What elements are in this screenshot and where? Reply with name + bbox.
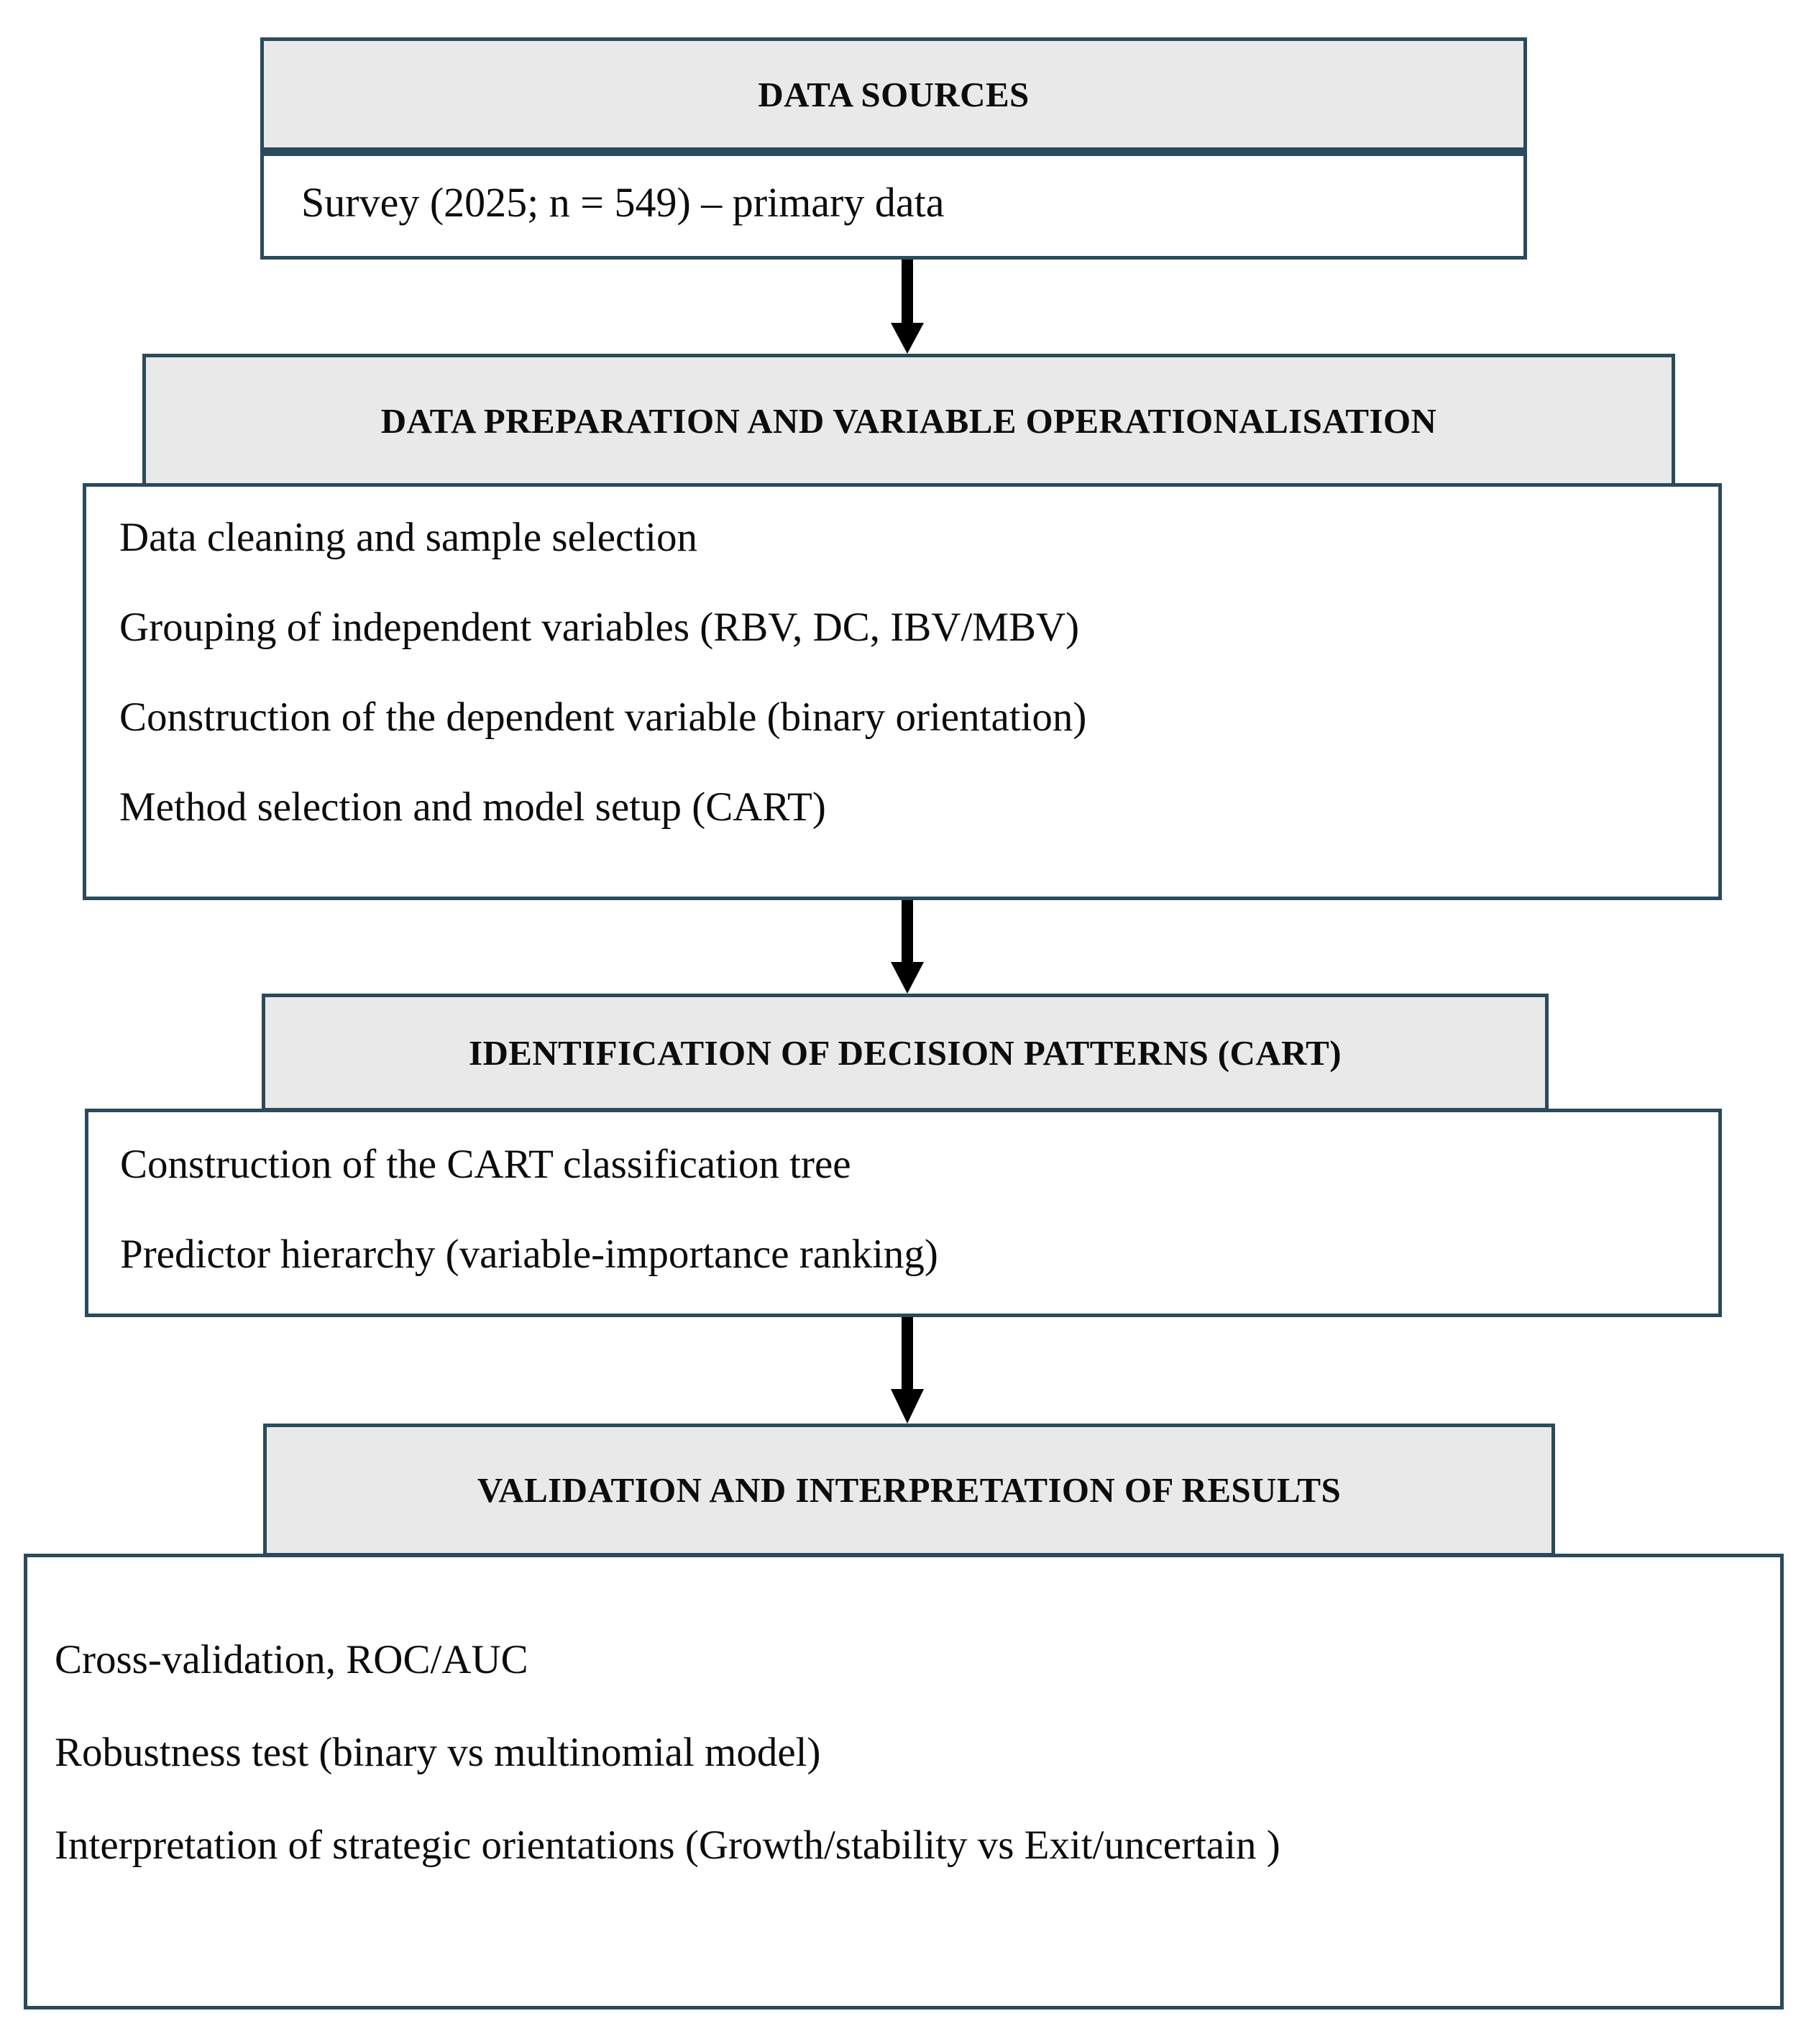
list-item: Interpretation of strategic orientations… (55, 1823, 1280, 1868)
stage-1-item-list: Survey (2025; n = 549) – primary data (264, 156, 1561, 224)
arrow-down-icon (889, 1317, 926, 1424)
stage-1-body-box: Survey (2025; n = 549) – primary data (260, 152, 1527, 260)
list-item: Construction of the dependent variable (… (119, 695, 1087, 740)
stage-2-item-list: Data cleaning and sample selection Group… (86, 487, 1751, 828)
arrow-down-icon (889, 900, 926, 994)
arrow-down-icon (889, 260, 926, 354)
list-item: Method selection and model setup (CART) (119, 784, 826, 830)
stage-4-header-box: VALIDATION AND INTERPRETATION OF RESULTS (263, 1424, 1555, 1557)
stage-1-header-box: DATA SOURCES (260, 37, 1527, 152)
list-item: Construction of the CART classification … (120, 1142, 851, 1187)
stage-4-body-box: Cross-validation, ROC/AUC Robustness tes… (24, 1554, 1784, 2009)
stage-2-body-box: Data cleaning and sample selection Group… (83, 483, 1722, 900)
list-item: Data cleaning and sample selection (119, 515, 698, 560)
stage-3-body-box: Construction of the CART classification … (85, 1109, 1722, 1317)
list-item: Robustness test (binary vs multinomial m… (55, 1730, 821, 1775)
stage-4-header-label: VALIDATION AND INTERPRETATION OF RESULTS (477, 1470, 1342, 1510)
list-item: Predictor hierarchy (variable-importance… (120, 1232, 938, 1277)
stage-4-item-list: Cross-validation, ROC/AUC Robustness tes… (27, 1557, 1806, 1866)
stage-3-header-box: IDENTIFICATION OF DECISION PATTERNS (CAR… (262, 994, 1549, 1112)
list-item: Grouping of independent variables (RBV, … (119, 605, 1080, 650)
list-item: Survey (2025; n = 549) – primary data (301, 179, 945, 226)
stage-3-item-list: Construction of the CART classification … (88, 1112, 1750, 1275)
stage-3-header-label: IDENTIFICATION OF DECISION PATTERNS (CAR… (469, 1032, 1342, 1073)
list-item: Cross-validation, ROC/AUC (55, 1637, 528, 1682)
stage-1-header-label: DATA SOURCES (758, 74, 1030, 114)
stage-2-header-box: DATA PREPARATION AND VARIABLE OPERATIONA… (142, 354, 1675, 487)
stage-2-header-label: DATA PREPARATION AND VARIABLE OPERATIONA… (380, 400, 1437, 441)
